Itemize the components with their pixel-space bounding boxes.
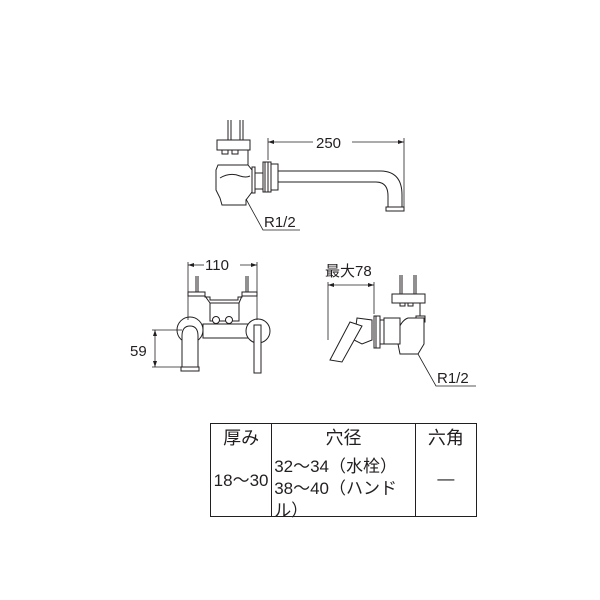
value-thickness: 18〜30 <box>213 471 269 490</box>
dimension-r1-2-top: R1/2 <box>264 214 296 231</box>
dimension-max-78: 最大78 <box>325 263 372 280</box>
column-hexagon: 六角 — <box>414 423 478 517</box>
top-view <box>215 120 405 231</box>
dimension-r1-2-side: R1/2 <box>437 370 469 387</box>
header-hexagon: 六角 <box>427 428 464 449</box>
dimension-59: 59 <box>130 343 147 360</box>
side-view <box>327 275 476 387</box>
value-hole-faucet: 32〜34（水栓） <box>274 457 398 476</box>
column-thickness: 厚み 18〜30 <box>209 423 273 517</box>
header-hole-diameter: 穴径 <box>325 428 362 449</box>
column-hole-diameter: 穴径 32〜34（水栓） 38〜40（ハンドル） <box>271 423 416 520</box>
dimension-250: 250 <box>316 135 341 152</box>
value-hexagon: — <box>437 469 455 488</box>
value-hole-handle: 38〜40（ハンドル） <box>274 479 398 520</box>
spec-table: 厚み 18〜30 穴径 32〜34（水栓） 38〜40（ハンドル） 六角 — <box>209 423 478 520</box>
dimension-110: 110 <box>205 257 229 274</box>
header-thickness: 厚み <box>223 428 260 449</box>
front-view <box>152 262 271 374</box>
